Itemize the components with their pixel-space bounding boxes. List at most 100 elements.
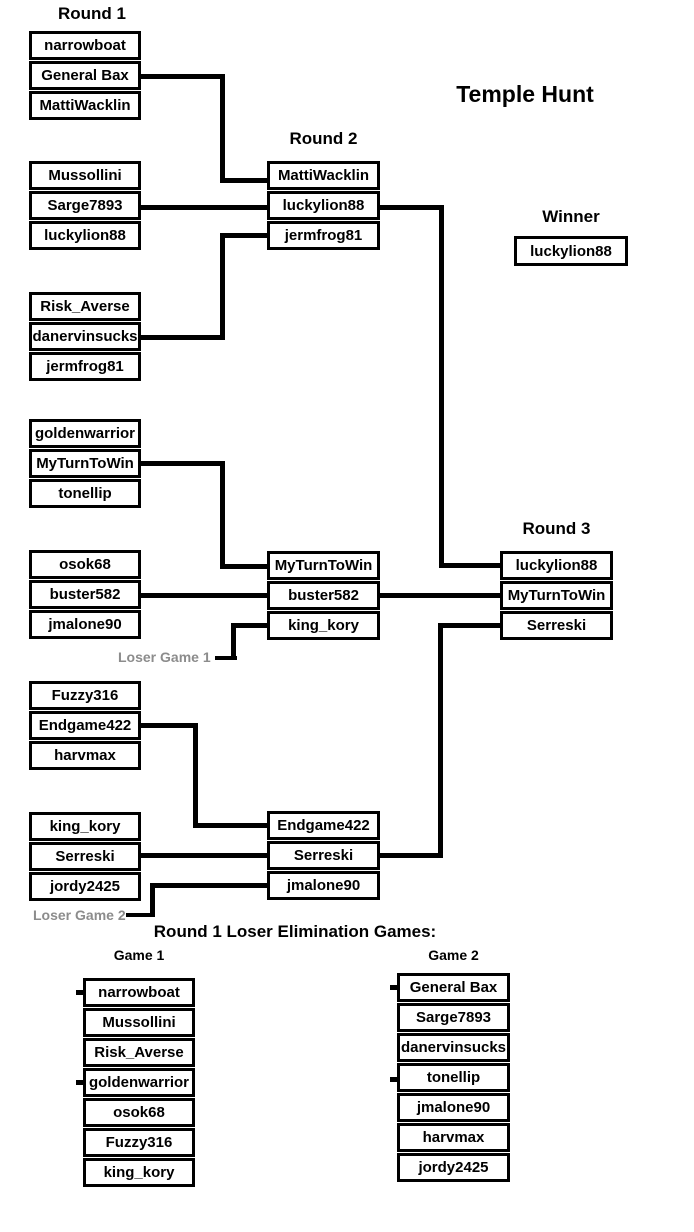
player-slot: buster582 [267, 581, 380, 610]
round1-match-1: narrowboat General Bax MattiWacklin [29, 31, 141, 120]
player-slot: tonellip [29, 479, 141, 508]
connector-losergame2-v [150, 883, 155, 917]
connector-buster-h [141, 593, 267, 598]
round3-match: luckylion88 MyTurnToWin Serreski [500, 551, 613, 640]
connector-losergame1-dash [215, 656, 237, 660]
player-slot: Risk_Averse [29, 292, 141, 321]
player-slot: luckylion88 [500, 551, 613, 580]
player-slot: Serreski [267, 841, 380, 870]
player-slot: Sarge7893 [29, 191, 141, 220]
player-slot: luckylion88 [29, 221, 141, 250]
player-slot: jermfrog81 [267, 221, 380, 250]
round2-match-2: MyTurnToWin buster582 king_kory [267, 551, 380, 640]
connector-danervin-h [141, 335, 225, 340]
connector-losergame1-v [231, 623, 236, 660]
connector-myturn-v [220, 461, 225, 569]
player-slot: danervinsucks [29, 322, 141, 351]
player-slot: Serreski [29, 842, 141, 871]
connector-sarge-h [141, 205, 267, 210]
player-slot: jordy2425 [397, 1153, 510, 1182]
player-slot: buster582 [29, 580, 141, 609]
player-slot: harvmax [29, 741, 141, 770]
round1-match-3: Risk_Averse danervinsucks jermfrog81 [29, 292, 141, 381]
connector-myturn-h2 [220, 564, 267, 569]
player-slot: Mussollini [29, 161, 141, 190]
round1-match-2: Mussollini Sarge7893 luckylion88 [29, 161, 141, 250]
connector-r2serreski-h [380, 853, 443, 858]
player-slot: MyTurnToWin [500, 581, 613, 610]
connector-endgame-h2 [193, 823, 267, 828]
player-slot: tonellip [397, 1063, 510, 1092]
connector-r2buster-h [380, 593, 500, 598]
stub-mark [76, 990, 84, 995]
player-slot: osok68 [83, 1098, 195, 1127]
page-title: Temple Hunt [456, 81, 594, 107]
player-slot: jmalone90 [29, 610, 141, 639]
round2-match-1: MattiWacklin luckylion88 jermfrog81 [267, 161, 380, 250]
player-slot: goldenwarrior [83, 1068, 195, 1097]
player-slot: Fuzzy316 [29, 681, 141, 710]
round1-match-6: Fuzzy316 Endgame422 harvmax [29, 681, 141, 770]
player-slot: Mussollini [83, 1008, 195, 1037]
round1-match-4: goldenwarrior MyTurnToWin tonellip [29, 419, 141, 508]
player-slot: MattiWacklin [267, 161, 380, 190]
player-slot: harvmax [397, 1123, 510, 1152]
round3-header: Round 3 [522, 519, 591, 538]
connector-generalbax-v [220, 74, 225, 183]
elimination-header: Round 1 Loser Elimination Games: [153, 922, 437, 941]
connector-losergame1-h [231, 623, 267, 628]
player-slot: Risk_Averse [83, 1038, 195, 1067]
round2-header: Round 2 [289, 129, 358, 148]
round1-match-7: king_kory Serreski jordy2425 [29, 812, 141, 901]
connector-r2serreski-v [438, 623, 443, 858]
winner-box: luckylion88 [514, 236, 628, 266]
player-slot: osok68 [29, 550, 141, 579]
player-slot: Serreski [500, 611, 613, 640]
connector-myturn-h [141, 461, 225, 466]
player-slot: jordy2425 [29, 872, 141, 901]
elimination-game1-list: narrowboat Mussollini Risk_Averse golden… [83, 978, 195, 1187]
elimination-game2-list: General Bax Sarge7893 danervinsucks tone… [397, 973, 510, 1182]
round2-match-3: Endgame422 Serreski jmalone90 [267, 811, 380, 900]
player-slot: Fuzzy316 [83, 1128, 195, 1157]
connector-r2lucky-v [439, 205, 444, 568]
game2-header: Game 2 [428, 947, 479, 963]
connector-losergame2-h [150, 883, 267, 888]
player-slot: jmalone90 [267, 871, 380, 900]
player-slot: General Bax [397, 973, 510, 1002]
connector-danervin-h2 [220, 233, 267, 238]
round1-header: Round 1 [58, 4, 126, 23]
player-slot: narrowboat [29, 31, 141, 60]
connector-r2lucky-h2 [439, 563, 500, 568]
player-slot: goldenwarrior [29, 419, 141, 448]
player-slot: danervinsucks [397, 1033, 510, 1062]
player-slot: Sarge7893 [397, 1003, 510, 1032]
connector-endgame-h [141, 723, 198, 728]
connector-losergame2-dash [126, 913, 154, 917]
player-slot: king_kory [267, 611, 380, 640]
connector-generalbax-h [141, 74, 225, 79]
player-slot: MattiWacklin [29, 91, 141, 120]
player-slot: jermfrog81 [29, 352, 141, 381]
loser-game-1-label: Loser Game 1 [118, 649, 211, 665]
loser-game-2-label: Loser Game 2 [33, 907, 126, 923]
player-slot: General Bax [29, 61, 141, 90]
player-slot: Endgame422 [29, 711, 141, 740]
player-slot: Endgame422 [267, 811, 380, 840]
player-slot: luckylion88 [267, 191, 380, 220]
connector-generalbax-h2 [220, 178, 267, 183]
player-slot: jmalone90 [397, 1093, 510, 1122]
player-slot: narrowboat [83, 978, 195, 1007]
connector-endgame-v [193, 723, 198, 828]
stub-mark [390, 1077, 398, 1082]
stub-mark [76, 1080, 84, 1085]
player-slot: MyTurnToWin [29, 449, 141, 478]
winner-header: Winner [542, 207, 600, 226]
connector-r2serreski-h2 [438, 623, 500, 628]
player-slot: king_kory [29, 812, 141, 841]
player-slot: MyTurnToWin [267, 551, 380, 580]
stub-mark [390, 985, 398, 990]
connector-danervin-v [220, 233, 225, 340]
round1-match-5: osok68 buster582 jmalone90 [29, 550, 141, 639]
